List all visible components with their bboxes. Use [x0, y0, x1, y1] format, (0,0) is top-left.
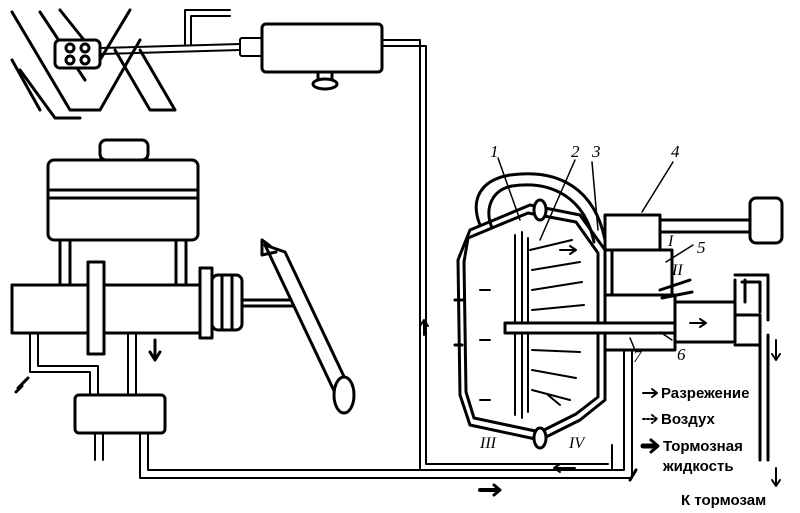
legend-markers [640, 388, 660, 454]
brake-pedal [260, 238, 356, 415]
master-cylinder [10, 260, 302, 356]
chamber-IV: IV [568, 435, 586, 452]
chamber-III: III [479, 435, 497, 452]
callout-leaders [497, 157, 694, 351]
chamber-II: II [671, 262, 683, 279]
legend-fluid-line2: жидкость [662, 458, 734, 475]
chamber-I: I [667, 233, 674, 250]
callout-3: 3 [591, 142, 601, 161]
callout-7: 7 [633, 347, 643, 366]
fluid-lines-master [14, 332, 633, 479]
booster-vacuum-hose [474, 172, 607, 244]
legend-to-brakes: К тормозам [681, 492, 766, 509]
callout-2: 2 [571, 142, 580, 161]
callout-1: 1 [490, 142, 499, 161]
brake-fluid-reservoir [46, 138, 200, 292]
vacuum-check-valve [260, 22, 384, 91]
callout-4: 4 [671, 142, 680, 161]
legend-fluid-line1: Тормозная [663, 438, 743, 455]
intake-manifold [10, 8, 177, 120]
callout-6: 6 [677, 345, 686, 364]
flow-arrows [419, 245, 781, 497]
callout-5: 5 [697, 238, 706, 257]
legend-vacuum: Разрежение [661, 385, 750, 402]
legend-air: Воздух [661, 411, 715, 428]
